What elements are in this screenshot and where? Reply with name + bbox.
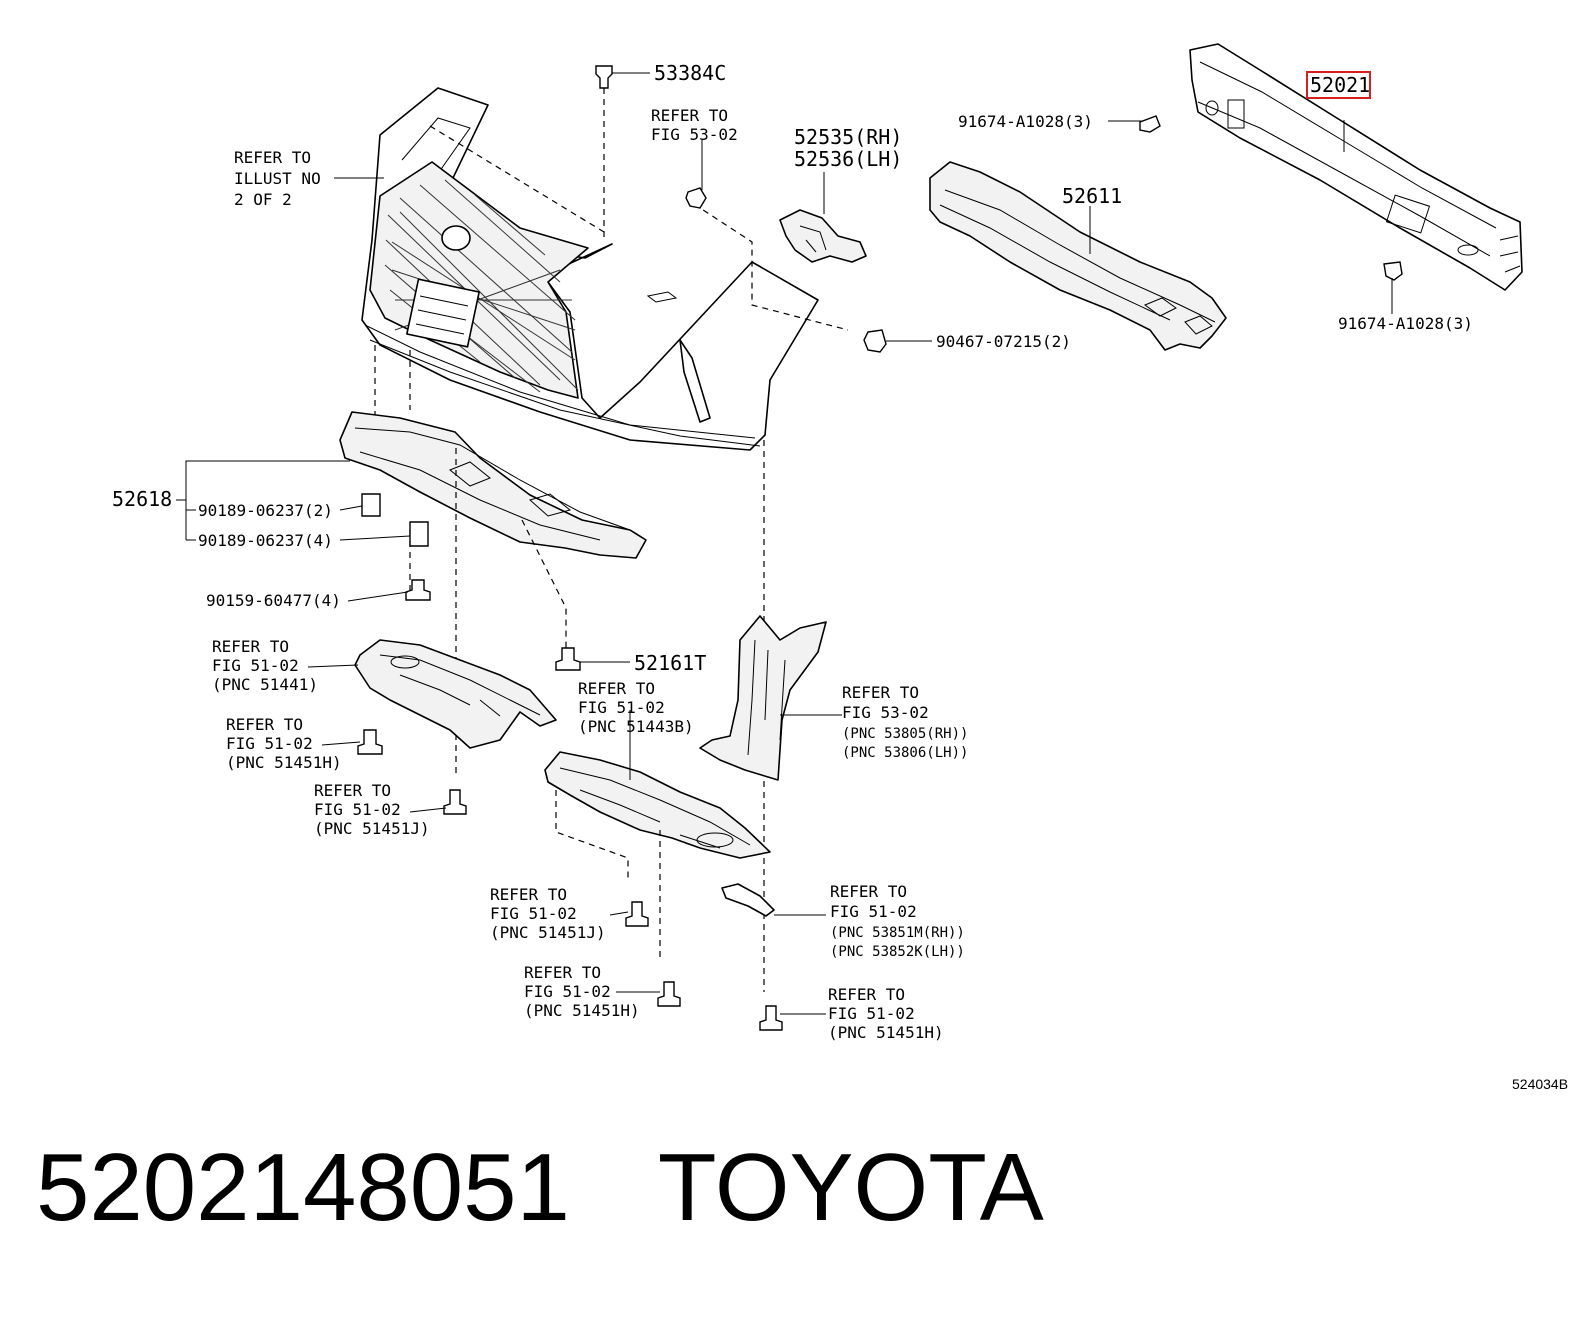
absorber-52611-illustration [929,161,1227,351]
label-refer-5380-line4: (PNC 53806(LH)) [842,745,968,761]
label-refer-illust-line1: REFER TO [234,148,311,167]
label-refer-5385-line1: REFER TO [830,882,907,901]
label-90467[interactable]: 90467-07215(2) [936,332,1071,351]
center-under-cover-illustration [544,751,771,859]
label-52618[interactable]: 52618 [112,487,172,511]
label-refer-51443b-line1: REFER TO [578,679,655,698]
fastener-symbols [357,65,1403,1031]
label-refer-51443b-line3: (PNC 51443B) [578,717,694,736]
part-number: 5202148051 [36,1134,570,1241]
label-refer-51451j-1-line2: FIG 51-02 [314,800,401,819]
label-refer-51441-line1: REFER TO [212,637,289,656]
illustration-id: 524034B [1512,1076,1568,1092]
fender-liner-illustration [699,615,827,781]
label-refer-5385-line2: FIG 51-02 [830,902,917,921]
label-refer-illust-line3: 2 OF 2 [234,190,292,209]
label-refer-51451h-2-line2: FIG 51-02 [524,982,611,1001]
label-90189-2[interactable]: 90189-06237(2) [198,501,333,520]
label-refer-51451h-1-line3: (PNC 51451H) [226,753,342,772]
label-90189-4[interactable]: 90189-06237(4) [198,531,333,550]
label-refer-5302-line1: REFER TO [651,106,728,125]
label-52535-rh[interactable]: 52535(RH) [794,125,902,149]
bumper-cover-illustration [361,87,819,451]
label-90159[interactable]: 90159-60477(4) [206,591,341,610]
label-refer-51451h-1-line2: FIG 51-02 [226,734,313,753]
label-refer-5385-line4: (PNC 53852K(LH)) [830,944,965,960]
label-refer-51451j-2-line2: FIG 51-02 [490,904,577,923]
label-refer-51451h-2-line1: REFER TO [524,963,601,982]
label-refer-51451h-1-line1: REFER TO [226,715,303,734]
label-refer-51451h-3-line2: FIG 51-02 [828,1004,915,1023]
part-labels: 53384C REFER TO FIG 53-02 52535(RH) 5253… [112,61,1568,1092]
label-52021[interactable]: 52021 [1310,73,1370,97]
label-52161t[interactable]: 52161T [634,651,706,675]
label-refer-5380-line2: FIG 53-02 [842,703,929,722]
label-refer-51451j-1-line3: (PNC 51451J) [314,819,430,838]
label-52536-lh[interactable]: 52536(LH) [794,147,902,171]
mounting-bracket-illustration [779,209,867,263]
label-refer-51451j-1-line1: REFER TO [314,781,391,800]
label-refer-51443b-line2: FIG 51-02 [578,698,665,717]
label-refer-51441-line3: (PNC 51441) [212,675,318,694]
label-refer-5380-line1: REFER TO [842,683,919,702]
label-refer-51451h-3-line1: REFER TO [828,985,905,1004]
label-refer-51451j-2-line1: REFER TO [490,885,567,904]
under-cover-52618-illustration [339,411,647,559]
label-91674-right[interactable]: 91674-A1028(3) [1338,314,1473,333]
reinforcement-52021-illustration [1189,43,1523,291]
label-refer-illust-line2: ILLUST NO [234,169,321,188]
label-refer-5380-line3: (PNC 53805(RH)) [842,726,968,742]
label-53384c[interactable]: 53384C [654,61,726,85]
label-refer-51441-line2: FIG 51-02 [212,656,299,675]
label-refer-51451h-2-line3: (PNC 51451H) [524,1001,640,1020]
left-under-cover-illustration [354,639,557,749]
label-refer-5385-line3: (PNC 53851M(RH)) [830,925,965,941]
highlight-box-52021 [1306,71,1371,99]
small-bracket-illustration [721,883,775,917]
label-91674-top[interactable]: 91674-A1028(3) [958,112,1093,131]
label-refer-51451j-2-line3: (PNC 51451J) [490,923,606,942]
label-refer-51451h-3-line3: (PNC 51451H) [828,1023,944,1042]
label-52611[interactable]: 52611 [1062,184,1122,208]
leader-lines [176,72,1393,1015]
label-refer-5302-line2: FIG 53-02 [651,125,738,144]
brand-name: TOYOTA [657,1134,1044,1241]
